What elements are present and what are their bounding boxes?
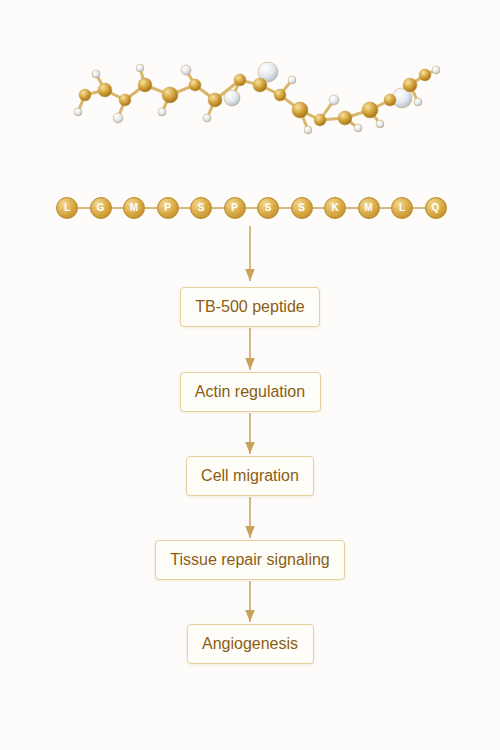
residue-circle: M — [358, 197, 380, 219]
flow-arrow — [249, 328, 251, 370]
residue-circle: S — [291, 197, 313, 219]
residue-letter: S — [198, 203, 205, 213]
residue-circle: P — [157, 197, 179, 219]
bonds — [78, 68, 436, 130]
process-box: Angiogenesis — [187, 624, 314, 664]
box-label: Angiogenesis — [202, 635, 298, 653]
residue-letter: S — [265, 203, 272, 213]
residue-letter: L — [64, 203, 70, 213]
residue-circle: L — [56, 197, 78, 219]
atoms — [74, 62, 440, 134]
residue-letter: M — [130, 203, 138, 213]
box-label: Cell migration — [201, 467, 299, 485]
residue-circle: M — [123, 197, 145, 219]
residue-letter: M — [364, 203, 372, 213]
flow-arrow — [249, 226, 251, 281]
box-label: Actin regulation — [195, 383, 305, 401]
residue-circle: S — [257, 197, 279, 219]
process-box: Actin regulation — [180, 372, 321, 412]
residue-letter: L — [399, 203, 405, 213]
process-box: TB-500 peptide — [180, 287, 320, 327]
residue-letter: G — [97, 203, 105, 213]
box-label: Tissue repair signaling — [170, 551, 329, 569]
residue-circle: Q — [425, 197, 447, 219]
process-box: Cell migration — [186, 456, 314, 496]
flow-arrow — [249, 497, 251, 538]
flow-arrow — [249, 413, 251, 454]
process-box: Tissue repair signaling — [155, 540, 345, 580]
flow-arrow — [249, 581, 251, 622]
residue-letter: P — [231, 203, 238, 213]
residue-letter: K — [331, 203, 338, 213]
residue-circle: L — [391, 197, 413, 219]
residue-letter: Q — [432, 203, 440, 213]
residue-letter: S — [298, 203, 305, 213]
residue-letter: P — [164, 203, 171, 213]
residue-circle: S — [190, 197, 212, 219]
residue-circle: P — [224, 197, 246, 219]
residue-circle: G — [90, 197, 112, 219]
box-label: TB-500 peptide — [195, 298, 304, 316]
residue-circle: K — [324, 197, 346, 219]
